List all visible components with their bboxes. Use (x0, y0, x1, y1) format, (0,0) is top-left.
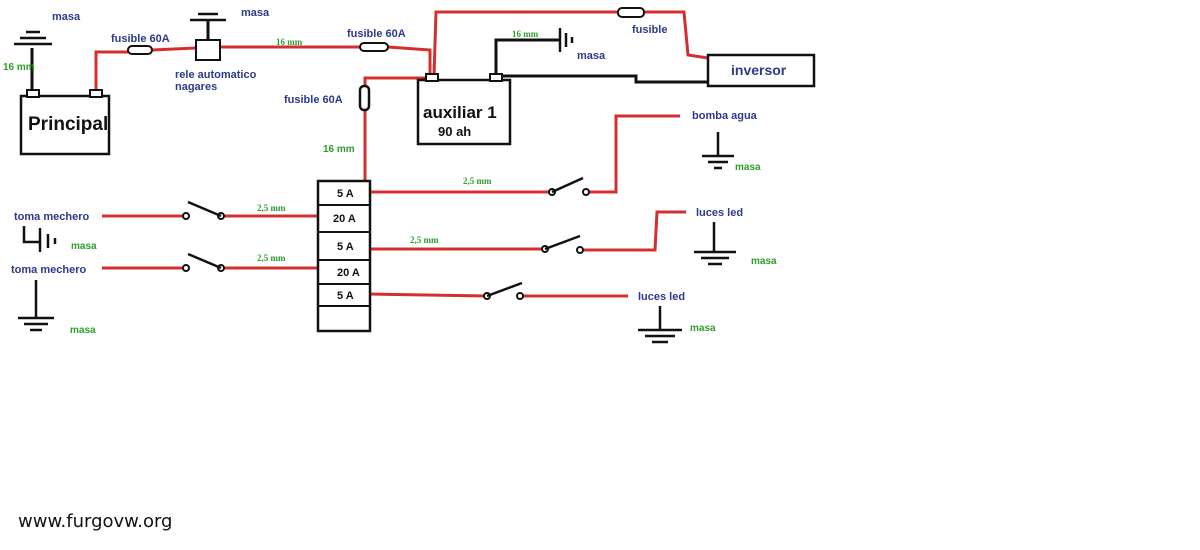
masa-label: masa (70, 325, 96, 336)
watermark: www.furgovw.org (18, 511, 172, 532)
wire-size-label: 16 mm (3, 62, 35, 73)
fuse-icon (617, 7, 645, 18)
fuse-slot: 20 A (333, 213, 356, 225)
inverter: inversor (706, 53, 816, 88)
masa-label: masa (577, 50, 606, 62)
positive-wires (94, 10, 709, 298)
principal-battery: Principal (19, 89, 111, 156)
ground-icon (638, 306, 682, 344)
wire-size-label: 16 mm (512, 29, 539, 39)
wire-fuse-to-inverter (644, 10, 709, 60)
fuse-icon (127, 45, 153, 55)
ground-symbols (14, 12, 736, 344)
fuse-box: 5 A 20 A 5 A 20 A 5 A (316, 179, 372, 333)
masa-label: masa (751, 256, 777, 267)
inverter-label: inversor (731, 62, 787, 78)
relay-label-line1: rele automatico (175, 69, 257, 81)
fuse-slot: 5 A (337, 188, 354, 200)
wire-size-label: 16 mm (276, 37, 303, 47)
switch-toma2 (182, 252, 225, 272)
auxiliar-capacity: 90 ah (438, 124, 471, 139)
wire-luces1-switch (580, 210, 686, 252)
wire-auxiliar-to-fusebox (363, 76, 430, 88)
wire-bomba-switch (586, 114, 680, 194)
wire-fuse-to-auxiliar (387, 45, 432, 76)
wire-aux-negative (494, 38, 560, 80)
relay (195, 39, 221, 61)
ground-icon (558, 28, 574, 52)
fuse-label: fusible 60A (111, 33, 170, 45)
luces-led-label: luces led (638, 291, 685, 303)
negative-wires (30, 20, 708, 93)
masa-label: masa (241, 7, 270, 19)
wire-aux-to-inverter-neg (496, 74, 708, 84)
switch-bomba (548, 176, 590, 196)
masa-label: masa (52, 11, 81, 23)
wire-out-luces2 (368, 292, 488, 298)
ground-icon (18, 280, 54, 332)
wire-size-label: 2,5 mm (257, 203, 286, 213)
auxiliar-label: auxiliar 1 (423, 103, 497, 122)
fuse-slot: 5 A (337, 290, 354, 302)
relay-icon (195, 39, 221, 61)
ground-icon (702, 132, 734, 170)
toma-mechero-label: toma mechero (14, 211, 89, 223)
toma-mechero-label: toma mechero (11, 264, 86, 276)
masa-label: masa (690, 323, 716, 334)
auxiliar-battery: auxiliar 1 90 ah (416, 73, 512, 146)
masa-label: masa (735, 162, 761, 173)
fuse-slot: 5 A (337, 241, 354, 253)
wire-size-label: 16 mm (323, 144, 355, 155)
switch-luces2 (483, 281, 524, 300)
inline-fuses (127, 7, 645, 112)
fuse-label: fusible (632, 24, 667, 36)
switches (182, 176, 590, 300)
fuse-label: fusible 60A (347, 28, 406, 40)
relay-label-line2: nagares (175, 81, 217, 93)
wire-size-label: 2,5 mm (257, 253, 286, 263)
fuse-icon (358, 84, 371, 112)
wire-principal-to-fuse (94, 50, 128, 93)
ground-icon (14, 30, 52, 46)
fuse-icon (359, 42, 389, 52)
masa-label: masa (71, 241, 97, 252)
ground-icon (694, 222, 736, 266)
ground-icon (22, 226, 57, 252)
switch-toma1 (182, 200, 225, 220)
bomba-agua-label: bomba agua (692, 110, 758, 122)
fuse-slot: 20 A (337, 267, 360, 279)
wire-fuse-to-relay (151, 46, 197, 52)
wire-auxiliar-to-inverter (432, 10, 618, 77)
wire-size-label: 2,5 mm (463, 176, 492, 186)
luces-led-label: luces led (696, 207, 743, 219)
switch-luces1 (541, 234, 584, 254)
ground-icon (190, 12, 226, 22)
principal-label: Principal (28, 114, 108, 135)
fuse-label: fusible 60A (284, 94, 343, 106)
diagram-labels: masa 16 mm fusible 60A masa rele automat… (3, 7, 777, 336)
wire-size-label: 2,5 mm (410, 235, 439, 245)
